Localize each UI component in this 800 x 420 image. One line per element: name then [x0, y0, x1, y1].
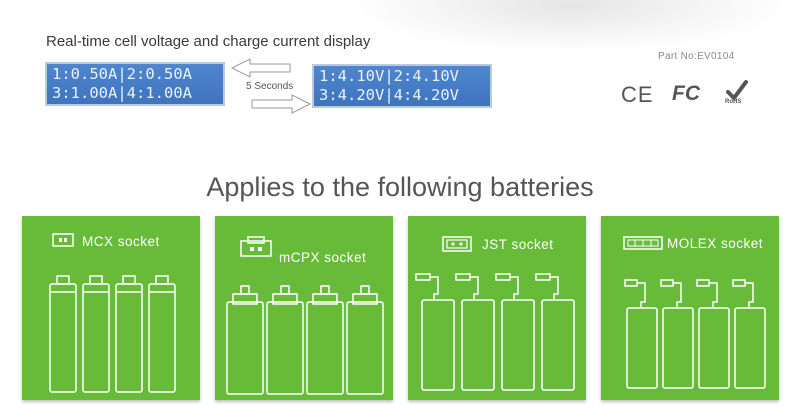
battery-panel-mcx: MCX socket	[22, 216, 200, 400]
part-number: Part No:EV0104	[658, 51, 735, 62]
panel-label-jst: JST socket	[482, 237, 554, 252]
lcd-current-screen: 1:0.50A|2:0.50A 3:1.00A|4:1.00A	[45, 62, 225, 106]
panel-label-mcpx: mCPX socket	[279, 250, 367, 265]
mcpx-batteries-illustration	[226, 285, 384, 395]
display-headline: Real-time cell voltage and charge curren…	[46, 33, 371, 50]
lcd-voltage-screen: 1:4.10V|2:4.10V 3:4.20V|4:4.20V	[312, 64, 492, 108]
jst-socket-icon	[442, 236, 472, 252]
mcx-batteries-illustration	[49, 275, 176, 393]
rohs-check-icon	[726, 80, 748, 102]
top-shadow-decoration	[360, 0, 780, 50]
battery-panel-mcpx: mCPX socket	[215, 216, 393, 400]
lcd-voltage-line-2: 3:4.20V|4:4.20V	[319, 86, 459, 104]
rohs-mark: RoHS	[725, 99, 742, 105]
ce-mark: CE	[621, 82, 654, 107]
battery-panel-jst: JST socket	[408, 216, 586, 400]
lcd-voltage-line-1: 1:4.10V|2:4.10V	[319, 67, 459, 85]
lcd-current-line-1: 1:0.50A|2:0.50A	[52, 65, 192, 83]
battery-panel-molex: MOLEX socket	[601, 216, 779, 400]
panel-label-molex: MOLEX socket	[667, 236, 764, 251]
mcpx-socket-icon	[240, 236, 272, 257]
lcd-current-line-2: 3:1.00A|4:1.00A	[52, 84, 192, 102]
molex-batteries-illustration	[624, 279, 766, 389]
panel-label-mcx: MCX socket	[82, 234, 160, 249]
switch-arrows-icon	[230, 58, 312, 114]
switch-interval-label: 5 Seconds	[246, 81, 294, 92]
fcc-mark: FC	[672, 82, 700, 105]
mcx-socket-icon	[52, 233, 74, 247]
jst-batteries-illustration	[415, 273, 575, 391]
batteries-section-title: Applies to the following batteries	[206, 172, 594, 202]
molex-socket-icon	[623, 236, 663, 250]
